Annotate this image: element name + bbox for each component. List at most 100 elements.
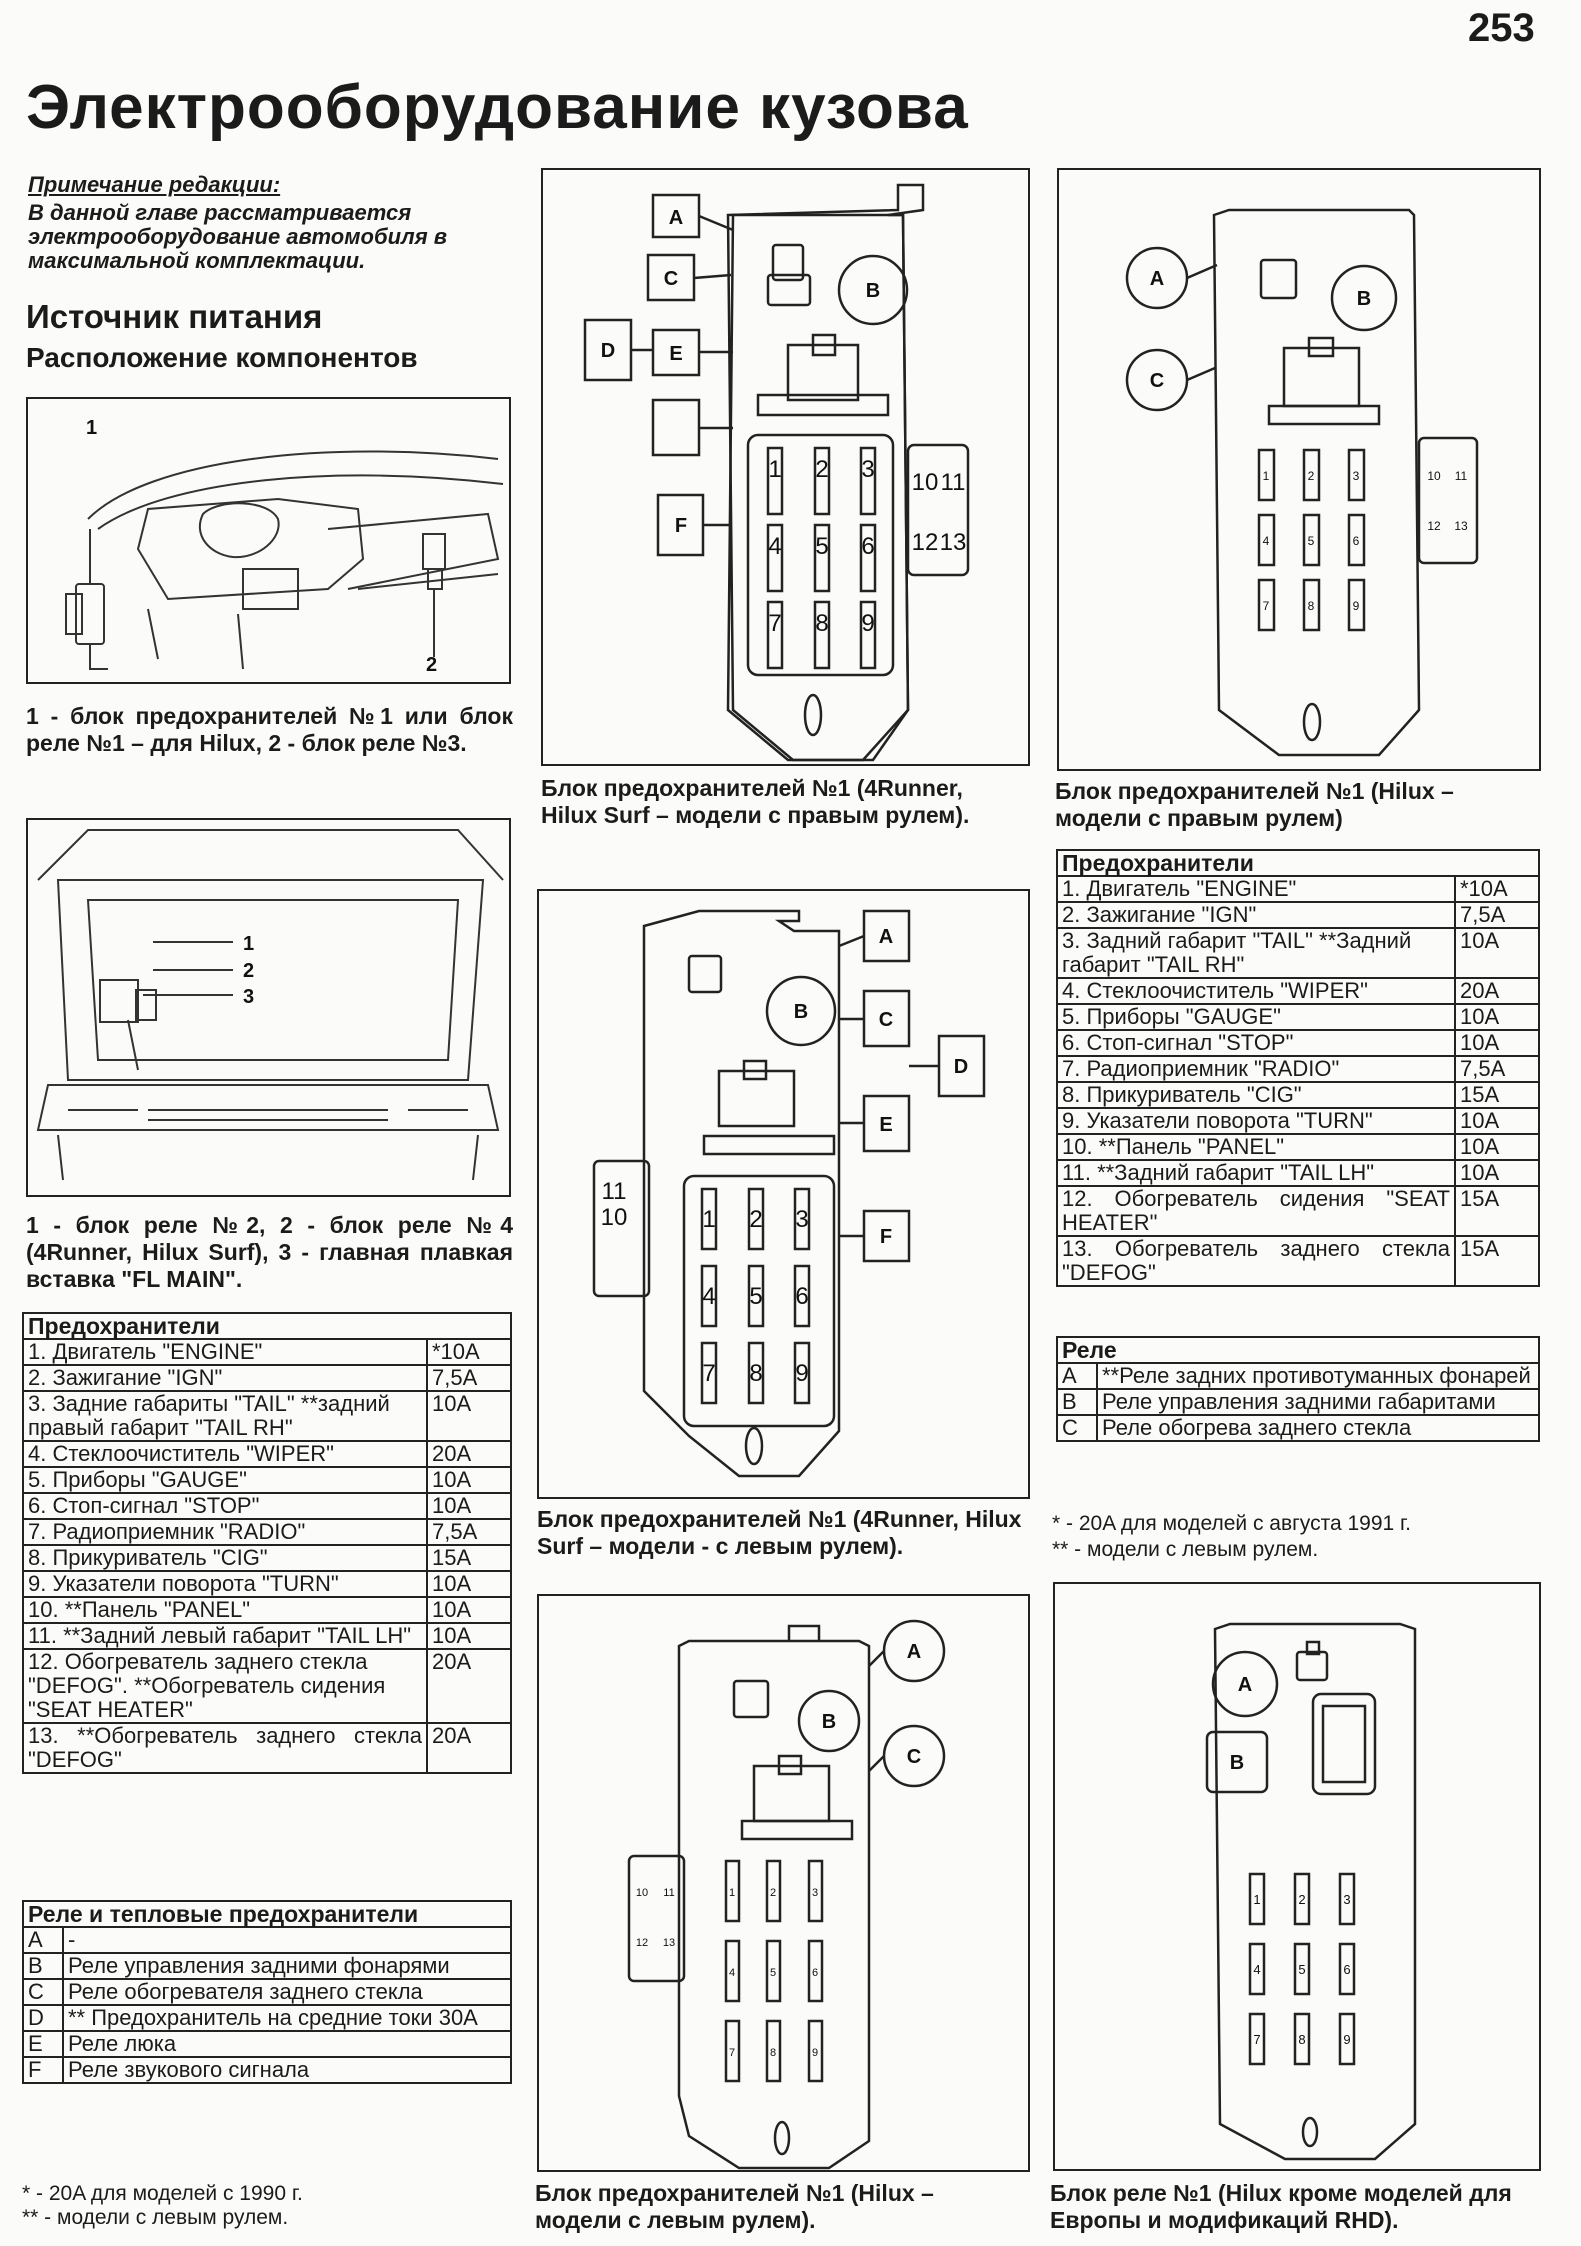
fuse-label-13: 13 [1454,519,1468,533]
fuse-label-6: 6 [812,1967,818,1979]
fuse-label-1: 1 [1253,1892,1260,1907]
fuse-label-2: 2 [815,456,828,483]
table-row: 12. Обогреватель сидения "SEAT HEATER"15… [1056,1185,1540,1237]
engine-bay-drawing: 1 2 3 [36,829,504,1181]
table-row: 6. Стоп-сигнал "STOP"10A [22,1492,512,1520]
fuse-label-7: 7 [1253,2032,1260,2047]
relay-block-hilux: A B 1 2 3 4 5 6 7 8 9 [1053,1582,1541,2171]
fuse-block-hilux-lhd-caption: Блок предохранителей №1 (Hilux – модели … [535,2180,934,2233]
fuse-block-4runner-rhd-caption: Блок предохранителей №1 (4Runner, Hilux … [541,775,970,828]
fuse-label-13: 13 [940,529,967,556]
fuse-label-5: 5 [749,1283,762,1310]
fuse-label-12: 12 [636,1937,648,1949]
fuse-label-11: 11 [663,1887,674,1899]
fuse-list-right: Предохранители 1. Двигатель "ENGINE"*10A… [1056,849,1540,1287]
label-e: E [669,343,682,365]
label-c: C [664,268,678,290]
fuse-label-6: 6 [861,533,874,560]
dashboard-drawing: 1 2 [65,417,504,676]
fuse-list-left: Предохранители 1. Двигатель "ENGINE"*10A… [22,1312,512,1774]
label-c: C [879,1009,893,1031]
fuse-label-12: 12 [1427,519,1441,533]
table-header-row: Реле и тепловые предохранители [22,1900,512,1928]
table-row: 10. **Панель "PANEL"10A [22,1596,512,1624]
label-b: B [866,280,880,302]
label-d: D [954,1056,968,1078]
fuse-block-drawing: A B C D E F 1 2 3 4 5 6 7 8 9 11 10 [592,909,986,1478]
fuse-label-4: 4 [1263,534,1270,548]
table-row: 6. Стоп-сигнал "STOP"10A [1056,1029,1540,1057]
table-row: 11. **Задний левый габарит "TAIL LH"10A [22,1622,512,1650]
fuse-label-6: 6 [1343,1962,1350,1977]
fuse-label-5: 5 [1308,534,1315,548]
label-a: A [1150,268,1164,290]
callout-3: 3 [243,986,254,1008]
fuse-label-11: 11 [1455,469,1468,483]
table-row: A- [22,1926,512,1954]
table-row: 8. Прикуриватель "CIG"15A [1056,1081,1540,1109]
fuse-label-9: 9 [1353,599,1360,613]
relays-header: Реле [1056,1336,1540,1364]
table-row: 4. Стеклоочиститель "WIPER"20A [1056,977,1540,1005]
label-a: A [669,207,683,229]
fuse-label-4: 4 [702,1283,715,1310]
fuses-header: Предохранители [1056,849,1540,877]
label-b: B [794,1001,808,1023]
relay-table-right: Реле A**Реле задних противотуманных фона… [1056,1336,1540,1442]
dashboard-illustration: 1 2 [26,397,511,684]
engine-bay-caption: 1 - блок реле №2, 2 - блок реле №4 (4Run… [26,1212,513,1292]
fuse-block-drawing: A B C 1 2 3 4 5 6 7 8 9 10 11 12 13 [1125,208,1479,757]
fuse-label-11: 11 [941,469,966,496]
callout-2: 2 [426,654,437,676]
fuse-label-9: 9 [861,610,874,637]
fuse-label-3: 3 [812,1887,818,1899]
fuse-label-10: 10 [601,1204,628,1231]
relays-header: Реле и тепловые предохранители [22,1900,512,1928]
heading-power-supply: Источник питания [26,298,323,335]
fuse-label-10: 10 [912,469,939,496]
label-b: B [1230,1752,1244,1774]
fuse-label-8: 8 [1298,2032,1305,2047]
fuse-label-5: 5 [815,533,828,560]
label-a: A [879,926,893,948]
table-row: 5. Приборы "GAUGE"10A [22,1466,512,1494]
fuse-label-9: 9 [812,2047,818,2059]
fuse-block-drawing: A B C 1 2 3 4 5 6 7 8 9 10 11 12 13 [627,1619,946,2170]
fuse-label-10: 10 [1427,469,1441,483]
fuse-label-8: 8 [770,2047,776,2059]
fuse-label-13: 13 [663,1937,675,1949]
label-f: F [880,1226,892,1248]
relay-block-hilux-caption: Блок реле №1 (Hilux кроме моделей для Ев… [1050,2180,1512,2233]
table-row: 2. Зажигание "IGN"7,5A [22,1364,512,1392]
fuse-label-7: 7 [768,610,781,637]
label-b: B [822,1711,836,1733]
fuse-block-4runner-lhd: A B C D E F 1 2 3 4 5 6 7 8 9 11 10 [537,889,1030,1499]
table-row: 7. Радиоприемник "RADIO"7,5A [1056,1055,1540,1083]
fuse-label-4: 4 [768,533,781,560]
callout-1: 1 [86,417,97,439]
fuse-label-4: 4 [729,1967,735,1979]
label-d: D [601,340,615,362]
label-a: A [1238,1674,1252,1696]
relay-list-right: Реле A**Реле задних противотуманных фона… [1056,1336,1540,1442]
fuse-table-left: Предохранители 1. Двигатель "ENGINE"*10A… [22,1312,512,1774]
table-row: 9. Указатели поворота "TURN"10A [1056,1107,1540,1135]
label-e: E [879,1114,892,1136]
table-row: 10. **Панель "PANEL"10A [1056,1133,1540,1161]
fuse-label-3: 3 [861,456,874,483]
fuse-label-10: 10 [636,1887,648,1899]
table-row: A**Реле задних противотуманных фонарей [1056,1362,1540,1390]
fuse-label-11: 11 [602,1178,627,1205]
table-row: 11. **Задний габарит "TAIL LH"10A [1056,1159,1540,1187]
fuse-block-drawing: A C D E B F 1 2 3 4 5 6 7 8 9 10 11 12 1… [583,183,970,762]
callout-1: 1 [243,933,254,955]
label-c: C [1150,370,1164,392]
fuse-label-3: 3 [1353,469,1360,483]
table-row: 1. Двигатель "ENGINE"*10A [1056,875,1540,903]
table-row: 7. Радиоприемник "RADIO"7,5A [22,1518,512,1546]
